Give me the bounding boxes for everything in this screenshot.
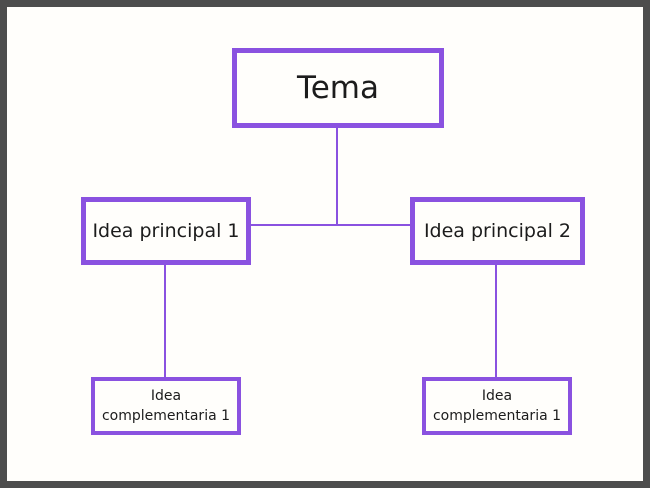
connector-principal1-to-principal2	[251, 224, 410, 226]
node-tema: Tema	[232, 48, 444, 128]
node-idea-complementaria-1-label: Idea complementaria 1	[101, 387, 231, 424]
node-tema-label: Tema	[297, 70, 379, 106]
node-idea-principal-2-label: Idea principal 2	[423, 220, 572, 242]
node-idea-principal-2: Idea principal 2	[410, 197, 585, 265]
connector-tema-to-branch	[336, 128, 338, 225]
node-idea-complementaria-1: Idea complementaria 1	[91, 377, 241, 435]
connector-principal2-to-complementaria2	[495, 265, 497, 377]
node-idea-complementaria-2: Idea complementaria 1	[422, 377, 572, 435]
node-idea-complementaria-2-label: Idea complementaria 1	[432, 387, 562, 424]
node-idea-principal-1-label: Idea principal 1	[92, 220, 240, 242]
node-idea-principal-1: Idea principal 1	[81, 197, 251, 265]
connector-principal1-to-complementaria1	[164, 265, 166, 377]
